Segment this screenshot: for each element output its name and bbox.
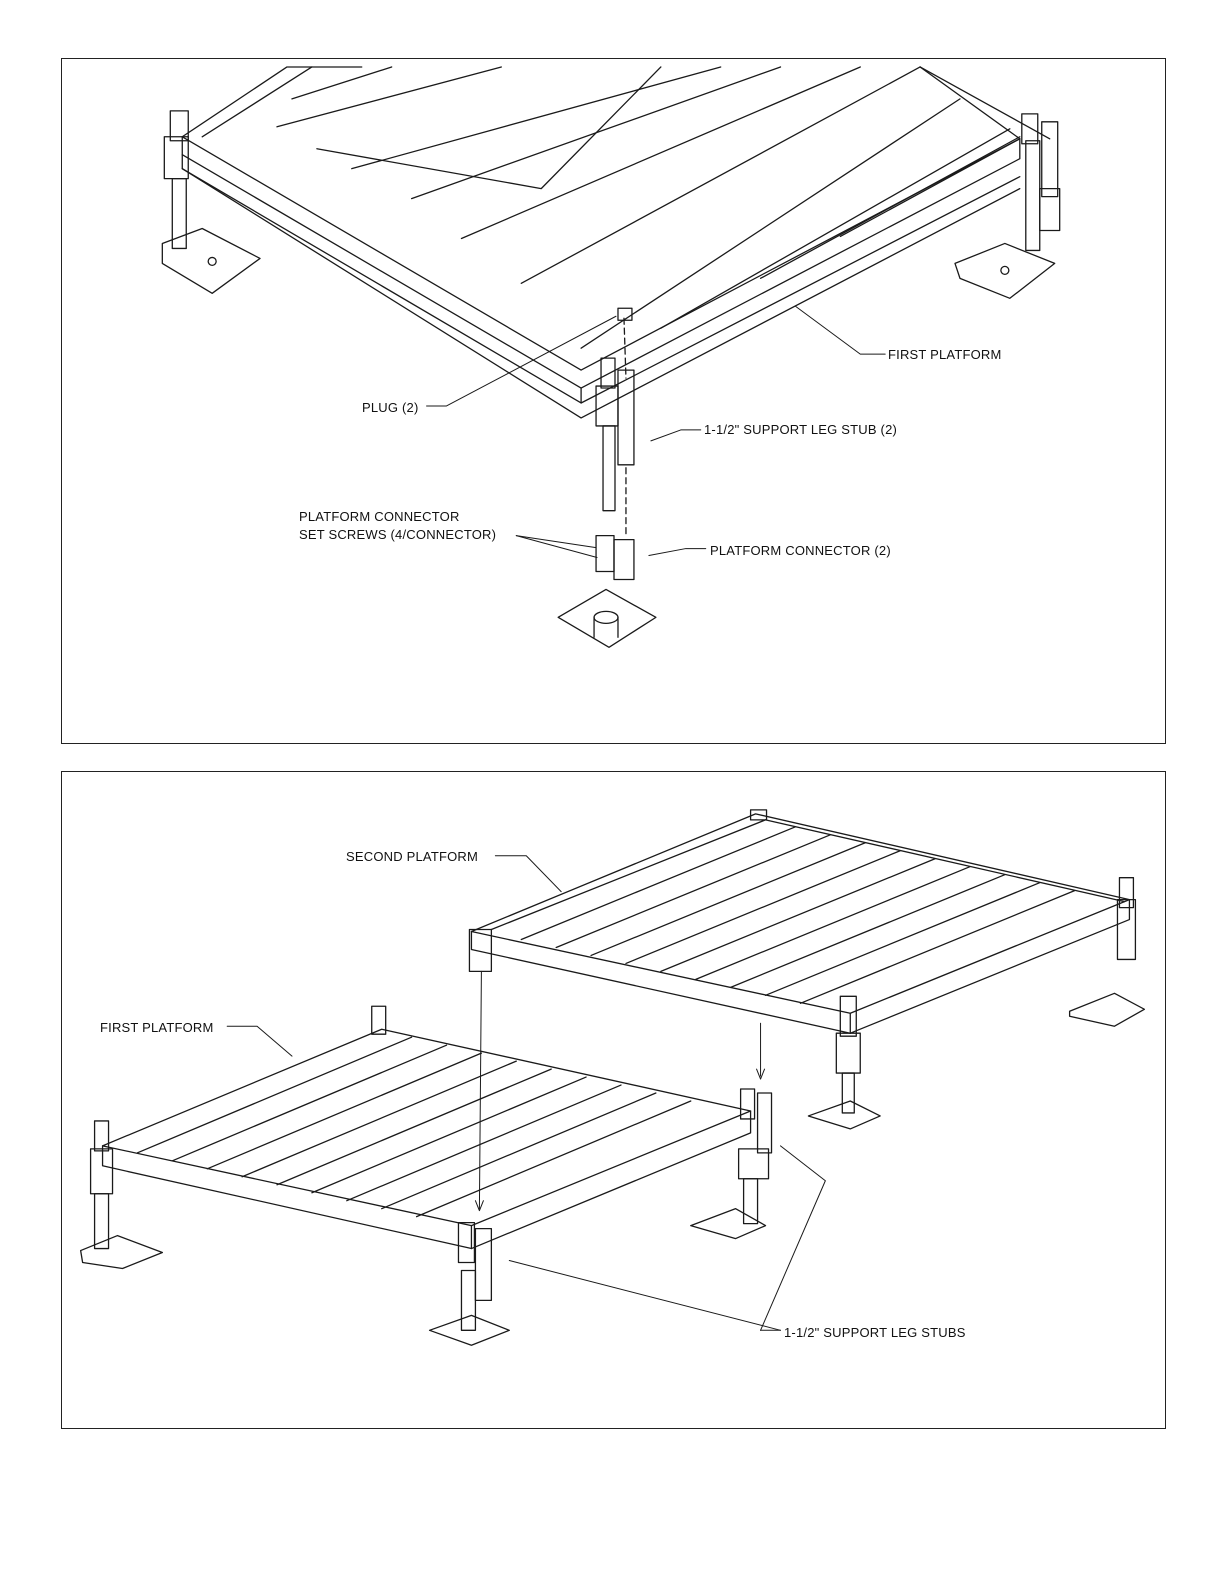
front-leg-assembly: [596, 308, 634, 535]
plug-part: [618, 308, 632, 320]
bottom-platforms-drawing: [62, 772, 1165, 1428]
label-second-platform: SECOND PLATFORM: [346, 848, 478, 865]
first-platform-deck: [182, 67, 1049, 418]
right-rear-leg: [955, 114, 1060, 298]
left-rear-leg: [162, 111, 260, 293]
label-first-platform: FIRST PLATFORM: [888, 346, 1002, 363]
label-support-leg-stub: 1-1/2" SUPPORT LEG STUB (2): [704, 421, 897, 438]
top-diagram-panel: FIRST PLATFORM PLUG (2) 1-1/2" SUPPORT L…: [61, 58, 1166, 744]
label-connector-screws-line1: PLATFORM CONNECTOR: [299, 508, 460, 525]
bottom-leader-lines: [227, 856, 825, 1331]
second-platform: [469, 810, 1144, 1129]
label-connector-screws-line2: SET SCREWS (4/CONNECTOR): [299, 526, 496, 543]
label-platform-connector: PLATFORM CONNECTOR (2): [710, 542, 891, 559]
alignment-arrows: [475, 971, 764, 1210]
label-support-leg-stubs: 1-1/2" SUPPORT LEG STUBS: [784, 1324, 966, 1341]
first-platform: [81, 1006, 772, 1345]
bottom-diagram-panel: SECOND PLATFORM FIRST PLATFORM 1-1/2" SU…: [61, 771, 1166, 1429]
label-plug: PLUG (2): [362, 399, 419, 416]
top-platform-drawing: [62, 59, 1165, 743]
platform-connector-part: [558, 536, 656, 648]
label-first-platform-bottom: FIRST PLATFORM: [100, 1019, 214, 1036]
